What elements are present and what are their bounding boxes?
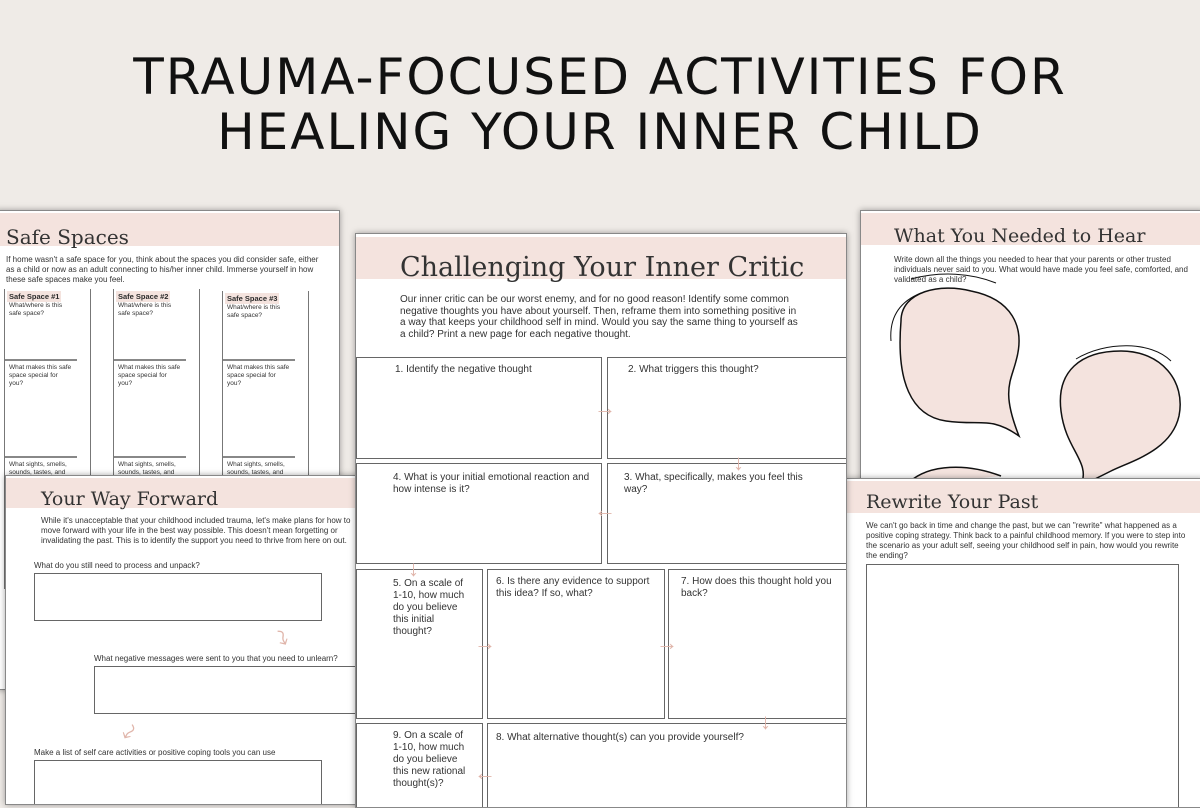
sheet-challenging-inner-critic: Challenging Your Inner Critic Our inner … [355, 233, 847, 808]
step-box-6[interactable]: 6. Is there any evidence to support this… [487, 569, 665, 719]
question: What makes this safe space special for y… [118, 364, 181, 387]
safe-space-column: Safe Space #2 What/where is this safe sp… [113, 289, 200, 589]
question: What/where is this safe space? [227, 304, 281, 319]
answer-box[interactable] [34, 760, 322, 804]
sheet-heading: Rewrite Your Past [866, 491, 1039, 513]
question: What sights, smells, sounds, tastes, and [227, 461, 285, 476]
sheet-intro: Write down all the things you needed to … [894, 255, 1188, 284]
main-title-line-1: TRAUMA-FOCUSED ACTIVITIES FOR [133, 48, 1067, 106]
step-box-1[interactable]: 1. Identify the negative thought [356, 357, 602, 459]
arrow-icon: ⤳ [115, 718, 146, 747]
answer-box[interactable] [94, 666, 359, 714]
step-box-5[interactable]: 5. On a scale of 1-10, how much do you b… [356, 569, 483, 719]
question: What makes this safe space special for y… [9, 364, 72, 387]
arrow-icon: ⤳ [268, 622, 299, 651]
sheet-intro: Our inner critic can be our worst enemy,… [400, 294, 798, 340]
question: What/where is this safe space? [118, 302, 172, 317]
question: What/where is this safe space? [9, 302, 63, 317]
arrow-right-icon: → [656, 630, 678, 655]
question: What sights, smells, sounds, tastes, and [118, 461, 176, 476]
sheet-rewrite-your-past: Rewrite Your Past We can't go back in ti… [845, 478, 1200, 808]
step-box-9[interactable]: 9. On a scale of 1-10, how much do you b… [356, 723, 483, 807]
question: What negative messages were sent to you … [94, 654, 338, 663]
main-title-line-2: HEALING YOUR INNER CHILD [217, 103, 983, 161]
question: What sights, smells, sounds, tastes, and [9, 461, 67, 476]
step-box-2[interactable]: 2. What triggers this thought? [607, 357, 846, 459]
sheet-heading: What You Needed to Hear [894, 225, 1146, 247]
arrow-left-icon: ← [594, 497, 616, 522]
step-box-3[interactable]: 3. What, specifically, makes you feel th… [607, 463, 846, 564]
question: Make a list of self care activities or p… [34, 748, 276, 757]
step-box-4[interactable]: 4. What is your initial emotional reacti… [356, 463, 602, 564]
sheet-heading: Challenging Your Inner Critic [400, 252, 805, 283]
arrow-down-icon: ↓ [733, 450, 744, 475]
column-label: Safe Space #1 [7, 291, 62, 302]
question: What do you still need to process and un… [34, 561, 200, 570]
step-box-7[interactable]: 7. How does this thought hold you back? [668, 569, 846, 719]
arrow-right-icon: → [594, 395, 616, 420]
sheet-heading: Your Way Forward [41, 488, 219, 510]
speech-bubbles-illustration [890, 273, 1181, 484]
sheet-what-you-needed-to-hear: What You Needed to Hear Write down all t… [860, 210, 1200, 485]
column-label: Safe Space #3 [225, 293, 280, 304]
sheet-intro: If home wasn't a safe space for you, thi… [6, 255, 319, 284]
sheet-intro: While it's unacceptable that your childh… [41, 516, 351, 545]
safe-space-column: Safe Space #3 What/where is this safe sp… [222, 291, 309, 591]
question: What makes this safe space special for y… [227, 364, 290, 387]
step-box-8[interactable]: 8. What alternative thought(s) can you p… [487, 723, 846, 807]
column-label: Safe Space #2 [116, 291, 171, 302]
safe-space-column: Safe Space #1 What/where is this safe sp… [4, 289, 91, 589]
sheet-your-way-forward: Your Way Forward While it's unacceptable… [5, 475, 360, 805]
sheet-heading: Safe Spaces [6, 225, 129, 249]
sheet-intro: We can't go back in time and change the … [866, 521, 1186, 560]
arrow-down-icon: ↓ [408, 556, 419, 581]
arrow-left-icon: ← [474, 760, 496, 785]
arrow-right-icon: → [474, 630, 496, 655]
answer-box[interactable] [34, 573, 322, 621]
arrow-down-icon: ↓ [760, 709, 771, 734]
answer-box[interactable] [866, 564, 1179, 807]
